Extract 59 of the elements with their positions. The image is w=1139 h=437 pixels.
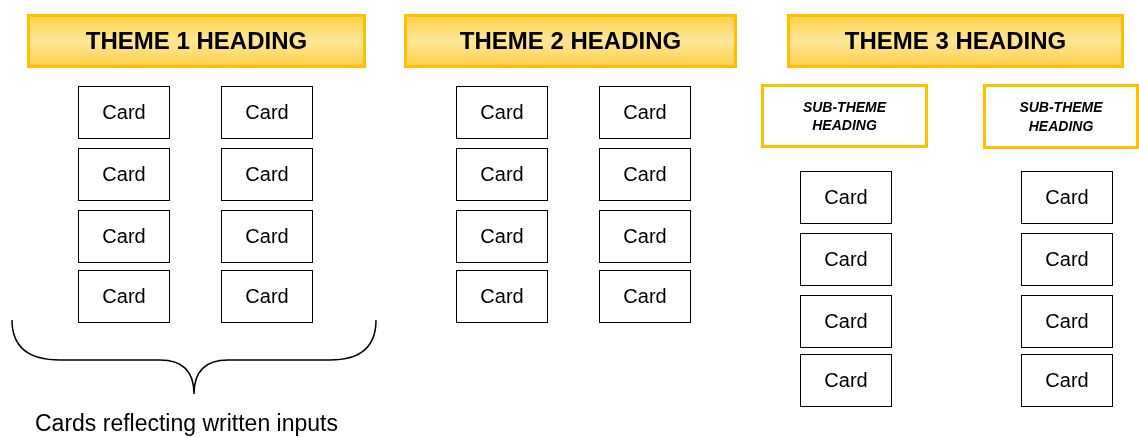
card-box: [78, 86, 170, 139]
card-box: [1021, 354, 1113, 407]
card-box: [78, 270, 170, 323]
card-box: [456, 148, 548, 201]
card-text: Card: [623, 163, 667, 186]
card-text: Card: [102, 101, 146, 124]
card-box: [78, 148, 170, 201]
card-text: Card: [245, 163, 289, 186]
card-text: Card: [480, 225, 524, 248]
card-box: [800, 171, 892, 224]
theme-heading-box: [27, 14, 366, 68]
sub-theme-heading-box: [761, 84, 928, 148]
card-box: [456, 86, 548, 139]
card-text: Card: [480, 163, 524, 186]
card-text: Card: [245, 285, 289, 308]
card-box: [599, 148, 691, 201]
card-text: Card: [245, 225, 289, 248]
card-text: Card: [824, 369, 868, 392]
card-text: Card: [1045, 186, 1089, 209]
card-box: [221, 210, 313, 263]
card-text: Card: [245, 101, 289, 124]
card-box: [599, 270, 691, 323]
sub-theme-heading-text: SUB-THEME HEADING: [801, 97, 888, 135]
card-text: Card: [102, 225, 146, 248]
card-box: [800, 233, 892, 286]
card-box: [221, 148, 313, 201]
card-text: Card: [623, 101, 667, 124]
card-text: Card: [102, 163, 146, 186]
card-text: Card: [1045, 248, 1089, 271]
theme-heading-text: THEME 3 HEADING: [844, 27, 1067, 55]
sub-theme-heading-box: [983, 84, 1139, 149]
card-text: Card: [480, 285, 524, 308]
card-box: [221, 86, 313, 139]
theme-heading-text: THEME 1 HEADING: [85, 27, 308, 55]
card-box: [456, 210, 548, 263]
card-text: Card: [824, 186, 868, 209]
card-text: Card: [824, 310, 868, 333]
card-text: Card: [480, 101, 524, 124]
card-box: [221, 270, 313, 323]
theme-heading-text: THEME 2 HEADING: [459, 27, 682, 55]
sub-theme-heading-text: SUB-THEME HEADING: [1018, 98, 1104, 135]
card-box: [800, 295, 892, 348]
theme-heading-box: [404, 14, 737, 68]
card-box: [800, 354, 892, 407]
card-text: Card: [102, 285, 146, 308]
theme-heading-box: [787, 14, 1124, 68]
card-box: [599, 86, 691, 139]
card-box: [1021, 295, 1113, 348]
card-text: Card: [623, 285, 667, 308]
card-box: [1021, 171, 1113, 224]
brace-caption: Cards reflecting written inputs: [35, 410, 338, 437]
card-text: Card: [1045, 369, 1089, 392]
card-box: [456, 270, 548, 323]
card-box: [78, 210, 170, 263]
card-text: Card: [1045, 310, 1089, 333]
card-box: [1021, 233, 1113, 286]
card-text: Card: [824, 248, 868, 271]
card-text: Card: [623, 225, 667, 248]
card-box: [599, 210, 691, 263]
